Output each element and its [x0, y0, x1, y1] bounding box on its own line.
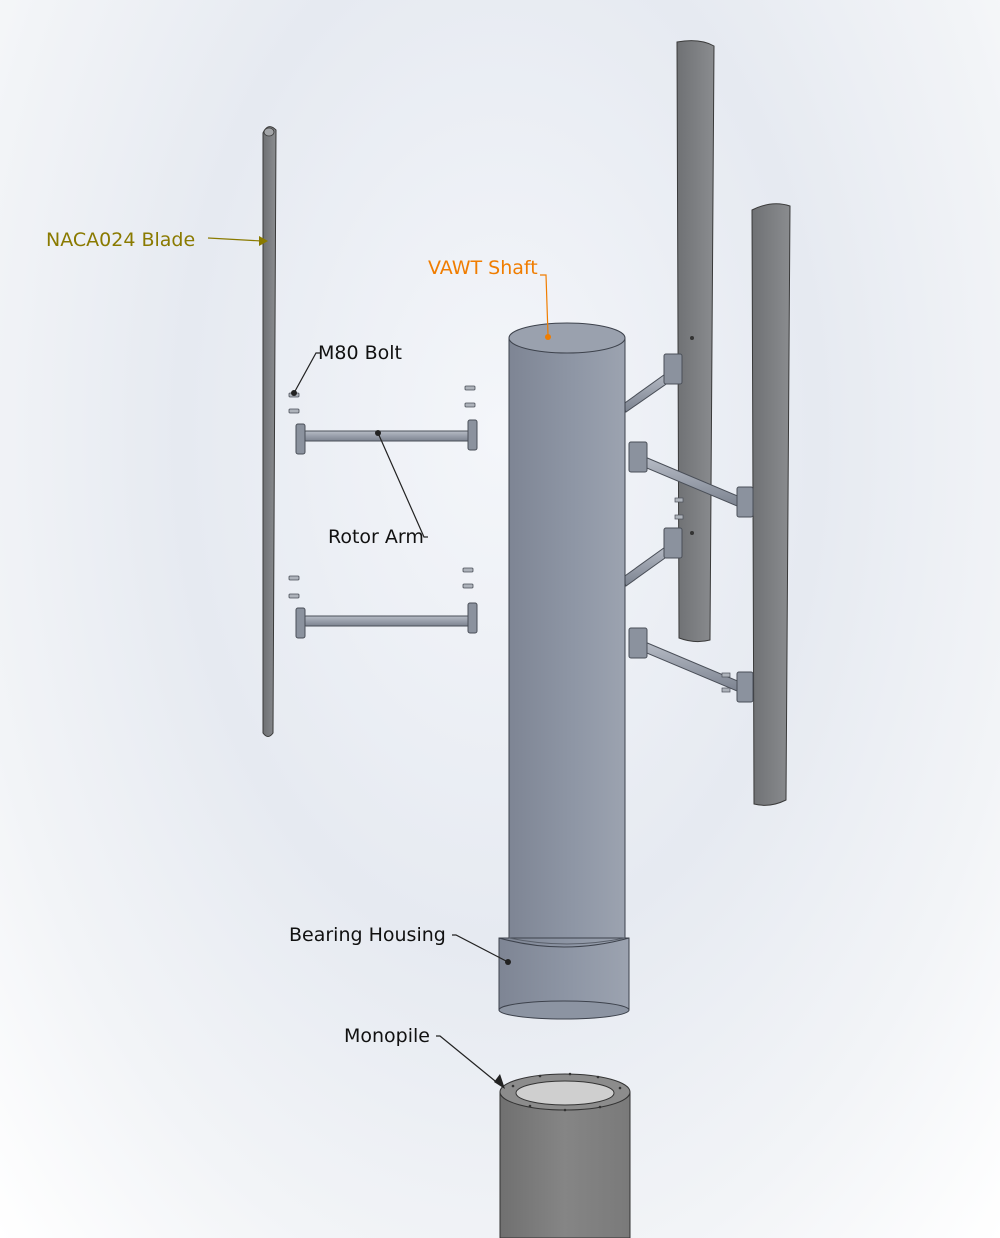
loose-rotor-arm-lower	[295, 602, 478, 639]
monopile	[499, 1072, 631, 1238]
assembled-blade-back	[676, 40, 715, 643]
label-vawt-shaft: VAWT Shaft	[428, 257, 538, 279]
label-rotor-arm: Rotor Arm	[328, 526, 424, 548]
assembled-blade-front	[751, 203, 791, 806]
leader-lines	[207, 236, 551, 1089]
bearing-housing	[498, 937, 630, 1020]
loose-bolts	[288, 385, 476, 599]
label-bearing-housing: Bearing Housing	[289, 924, 446, 946]
vawt-shaft	[508, 322, 626, 979]
label-monopile: Monopile	[344, 1025, 430, 1047]
assembled-arms-front	[628, 441, 754, 703]
label-naca024-blade: NACA024 Blade	[46, 229, 196, 251]
assembled-arms-back	[621, 353, 683, 587]
loose-blade	[262, 126, 277, 737]
loose-rotor-arm-upper	[295, 419, 478, 455]
label-m80-bolt: M80 Bolt	[318, 342, 402, 364]
